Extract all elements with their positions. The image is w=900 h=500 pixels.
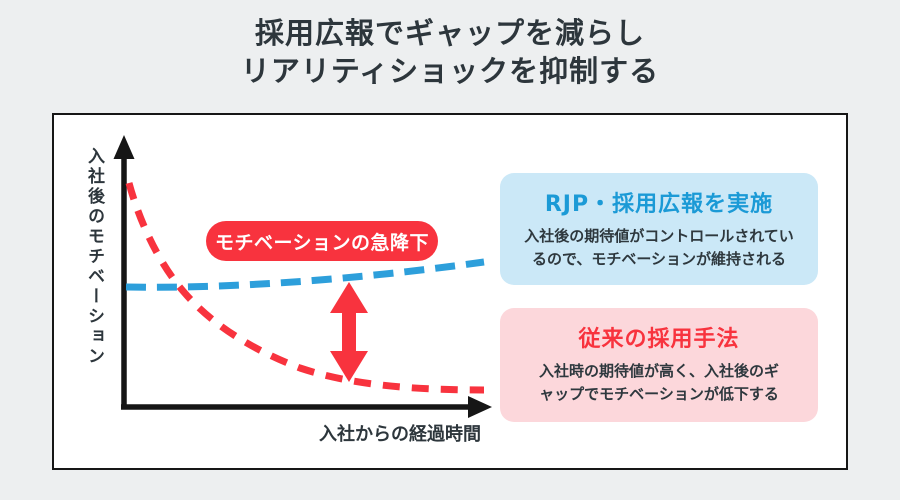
annotation-badge: モチベーションの急降下 [206, 221, 438, 261]
rjp-box-body: 入社後の期待値がコントロールされてい るので、モチベーションが維持される [500, 225, 818, 272]
page-title: 採用広報でギャップを減らし リアリティショックを抑制する [0, 0, 900, 90]
gap-arrow-icon [330, 282, 368, 382]
chart-card: 入社後のモチベーション 入社からの経過時間 モチベーションの急降下 RJP・採用… [52, 113, 848, 470]
x-axis-label: 入社からの経過時間 [319, 424, 481, 445]
y-axis-arrowhead-icon [113, 135, 135, 159]
rjp-curve [125, 258, 485, 291]
conventional-info-box: 従来の採用手法 入社時の期待値が高く、入社後のギ ャップでモチベーションが低下す… [500, 308, 818, 422]
conventional-box-title: 従来の採用手法 [578, 327, 740, 352]
rjp-info-box: RJP・採用広報を実施 入社後の期待値がコントロールされてい るので、モチベーシ… [500, 173, 818, 285]
rjp-box-body-line1: 入社後の期待値がコントロールされてい [524, 227, 794, 245]
conventional-box-body-line1: 入社時の期待値が高く、入社後のギ [538, 362, 779, 380]
conventional-box-body-line2: ャップでモチベーションが低下する [539, 385, 779, 404]
chart-canvas [113, 135, 492, 418]
rjp-box-body-line2: るので、モチベーションが維持される [531, 250, 787, 269]
x-axis-arrowhead-icon [468, 396, 492, 418]
page-title-line1: 採用広報でギャップを減らし [254, 16, 645, 50]
conventional-curve [125, 182, 485, 394]
y-axis-label: 入社後のモチベーション [84, 147, 104, 367]
rjp-box-title: RJP・採用広報を実施 [544, 192, 774, 217]
page-title-line2: リアリティショックを抑制する [240, 54, 660, 88]
conventional-box-body: 入社時の期待値が高く、入社後のギ ャップでモチベーションが低下する [500, 360, 818, 407]
